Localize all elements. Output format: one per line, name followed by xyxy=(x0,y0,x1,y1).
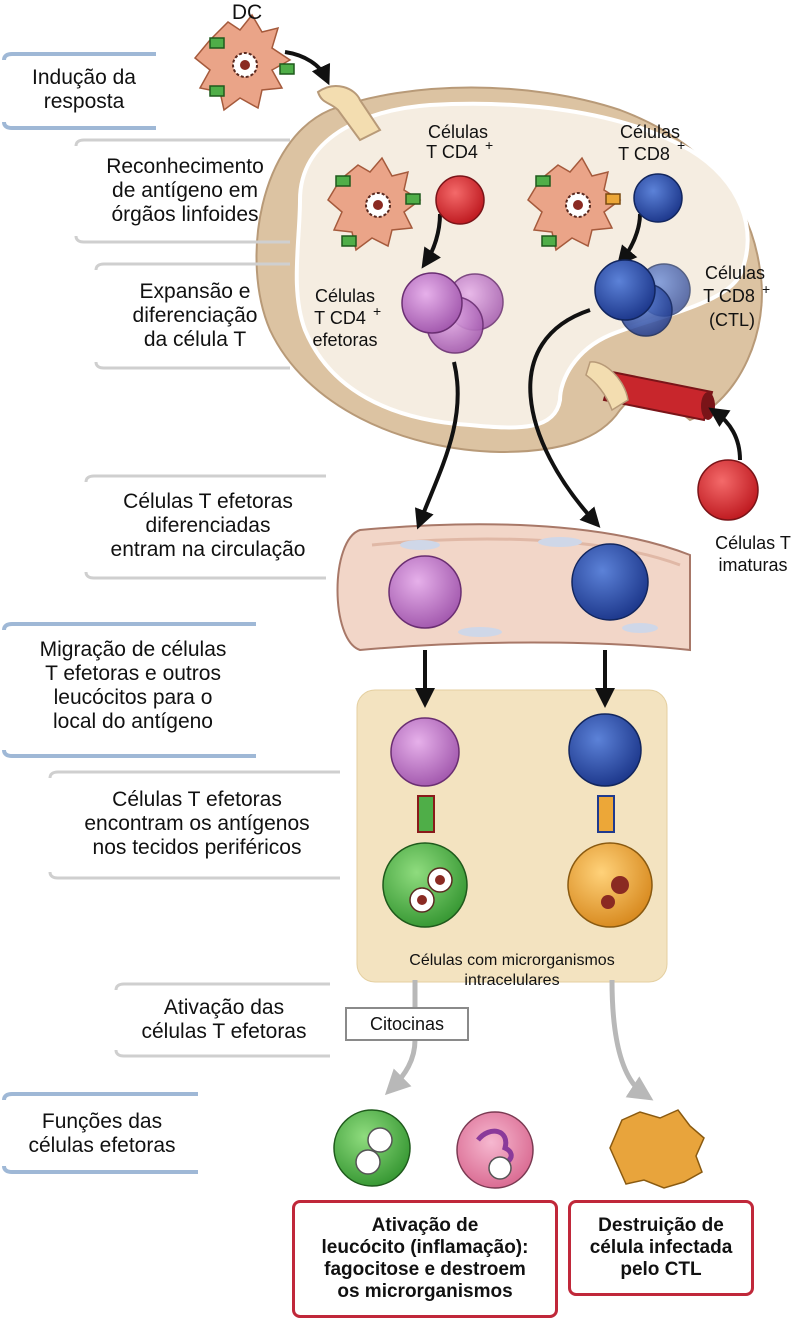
step-circulation: Células T efetoras diferenciadas entram … xyxy=(88,490,328,562)
step-plate-5 xyxy=(2,622,256,758)
cd4-effector-in-tissue xyxy=(390,717,460,787)
dc-label: DC xyxy=(232,1,262,24)
result-ctl-killing: Destruição de célula infectada pelo CTL xyxy=(568,1200,754,1296)
step-encounter-line2: encontram os antígenos xyxy=(84,812,310,835)
cd8-label-line2: T CD8 xyxy=(618,144,670,164)
step-activation-line2: células T efetoras xyxy=(141,1020,307,1043)
dendritic-cell-top xyxy=(193,13,295,112)
cd4-effector-in-blood xyxy=(388,555,462,629)
step-recognition: Reconhecimento de antígeno em órgãos lin… xyxy=(80,155,290,227)
cd8-ctl-in-tissue xyxy=(568,713,642,787)
cd8-label-plus: + xyxy=(677,137,685,153)
step-migration: Migração de células T efetoras e outros … xyxy=(8,638,258,734)
step-plate-2 xyxy=(74,138,290,244)
cd4-label-line2: T CD4 xyxy=(426,142,478,162)
micro-label-line2: intracelulares xyxy=(464,972,559,989)
cd8-t-cell xyxy=(633,173,683,223)
cd4-label-plus: + xyxy=(485,137,493,153)
cd8-ctl-in-blood xyxy=(571,543,649,621)
cd8-ctl-label-line3: (CTL) xyxy=(709,310,755,330)
cd4-t-cell xyxy=(435,175,485,225)
step-expansion: Expansão e diferenciação da célula T xyxy=(100,280,290,352)
cd4-label-line1: Células xyxy=(428,122,488,142)
result-left-line3: fagocitose e destroem xyxy=(324,1259,526,1280)
cd4-effector-label-plus: + xyxy=(373,303,381,319)
step-functions-line1: Funções das xyxy=(41,1110,163,1133)
cd8-ctl-label-line1: Células xyxy=(705,263,765,283)
step-plate-3 xyxy=(94,262,290,370)
cd8-ctl-label-plus: + xyxy=(762,281,770,297)
step-migration-line1: Migração de células xyxy=(39,638,227,661)
activated-macrophage xyxy=(333,1109,411,1187)
cytokines-box: Citocinas xyxy=(345,1007,469,1041)
step-circulation-line3: entram na circulação xyxy=(110,538,306,561)
step-migration-line3: leucócitos para o xyxy=(53,686,213,709)
tcr-mhc-right xyxy=(597,795,615,833)
step-plate-8 xyxy=(2,1092,198,1174)
naive-label-line1: Células T xyxy=(715,533,791,553)
cd4-effector-label-line3: efetoras xyxy=(312,330,377,350)
efferent-blood-vessel xyxy=(585,361,715,422)
result-right-line1: Destruição de xyxy=(598,1215,724,1236)
step-induction-line2: resposta xyxy=(43,90,125,113)
cd8-label-line1: Células xyxy=(620,122,680,142)
result-left-line1: Ativação de xyxy=(371,1215,479,1236)
step-activation-line1: Ativação das xyxy=(163,996,285,1019)
neutrophil xyxy=(456,1111,534,1189)
step-encounter: Células T efetoras encontram os antígeno… xyxy=(52,788,342,860)
step-plate-4 xyxy=(84,474,326,580)
step-expansion-line2: diferenciação xyxy=(132,304,258,327)
lysed-infected-cell xyxy=(609,1109,705,1189)
cd4-effector-label-line2: T CD4 xyxy=(314,308,366,328)
cd8-ctl-label-line2: T CD8 xyxy=(703,286,755,306)
dendritic-cell-cd4 xyxy=(327,156,422,252)
step-encounter-line3: nos tecidos periféricos xyxy=(92,836,302,859)
step-expansion-line3: da célula T xyxy=(143,328,247,351)
step-circulation-line2: diferenciadas xyxy=(145,514,271,537)
step-recognition-line2: de antígeno em xyxy=(112,179,258,202)
dendritic-cell-cd8 xyxy=(527,156,622,252)
step-circulation-line1: Células T efetoras xyxy=(123,490,293,513)
naive-t-cell xyxy=(697,459,759,521)
step-recognition-line3: órgãos linfoides xyxy=(111,203,259,226)
step-migration-line4: local do antígeno xyxy=(53,710,213,733)
step-migration-line2: T efetoras e outros xyxy=(45,662,221,685)
flow-arrows xyxy=(284,50,742,708)
infected-macrophage xyxy=(382,842,468,928)
step-plate-7 xyxy=(114,982,330,1058)
cd4-effector-label-line1: Células xyxy=(315,286,375,306)
cd4-effector-cluster xyxy=(401,272,504,354)
step-plate-1 xyxy=(2,52,156,130)
step-encounter-line1: Células T efetoras xyxy=(112,788,282,811)
step-functions-line2: células efetoras xyxy=(28,1134,176,1157)
cd8-ctl-cluster xyxy=(594,259,691,337)
step-induction: Indução da resposta xyxy=(14,66,154,114)
micro-label-line1: Células com microrganismos xyxy=(409,952,614,969)
step-induction-line1: Indução da xyxy=(32,66,136,89)
result-right-line3: pelo CTL xyxy=(620,1259,702,1280)
step-recognition-line1: Reconhecimento xyxy=(106,155,264,178)
naive-label-line2: imaturas xyxy=(718,555,787,575)
infected-cell-orange xyxy=(567,842,653,928)
step-expansion-line1: Expansão e xyxy=(139,280,251,303)
tcr-mhc-left xyxy=(417,795,435,833)
result-left-line4: os microrganismos xyxy=(337,1281,513,1302)
step-plates xyxy=(2,52,340,1174)
afferent-vessel xyxy=(316,85,382,142)
cytokines-label: Citocinas xyxy=(369,1014,445,1034)
step-activation: Ativação das células T efetoras xyxy=(118,996,330,1044)
step-plate-6 xyxy=(48,770,340,880)
step-functions: Funções das células efetoras xyxy=(6,1110,198,1158)
result-leukocyte-activation: Ativação de leucócito (inflamação): fago… xyxy=(292,1200,558,1318)
result-left-line2: leucócito (inflamação): xyxy=(321,1237,529,1258)
result-right-line2: célula infectada xyxy=(589,1237,733,1258)
